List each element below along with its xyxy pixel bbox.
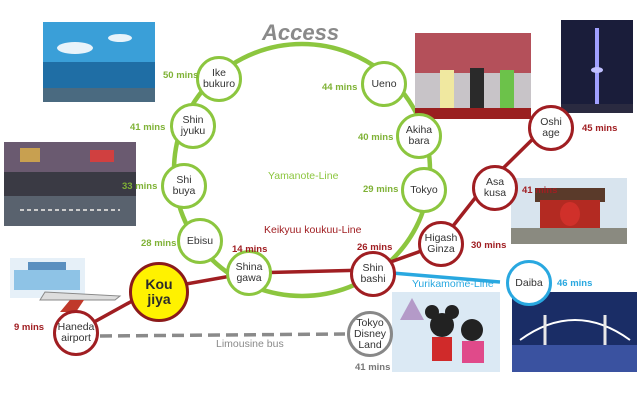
station-haneda-airport[interactable]: Haneda airport [53, 310, 99, 356]
page-title: Access [262, 20, 340, 45]
aquarium-photo [43, 22, 155, 102]
yurikamome-line-label: Yurikamome-Line [412, 278, 494, 290]
yamanote-line-label: Yamanote-Line [268, 170, 339, 182]
station-tokyo[interactable]: Tokyo [401, 167, 447, 213]
station-ikebukuro[interactable]: Ike bukuro [196, 56, 242, 102]
station-koujiya-home[interactable]: Kou jiya [129, 262, 189, 322]
ebisu-travel-time: 28 mins [141, 238, 177, 249]
station-ebisu[interactable]: Ebisu [177, 218, 223, 264]
tokyo-travel-time: 29 mins [363, 184, 399, 195]
yurikamome-line [391, 271, 501, 284]
station-higashiginza[interactable]: Higash Ginza [418, 221, 464, 267]
disneyland-travel-time: 41 mins [355, 362, 391, 373]
haneda-travel-time: 9 mins [14, 322, 45, 333]
shinbashi-travel-time: 26 mins [357, 242, 393, 253]
station-shinagawa[interactable]: Shina gawa [226, 250, 272, 296]
airport-illustration [10, 258, 122, 312]
higashiginza-travel-time: 30 mins [471, 240, 507, 251]
limousine-bus-line [99, 332, 346, 338]
shinagawa-travel-time: 14 mins [232, 244, 268, 255]
skytree-photo [561, 20, 633, 113]
station-oshiage[interactable]: Oshi age [528, 105, 574, 151]
station-akihabara[interactable]: Akiha bara [396, 113, 442, 159]
disney-characters-photo [392, 292, 500, 372]
akihabara-travel-time: 40 mins [358, 132, 394, 143]
ueno-travel-time: 44 mins [322, 82, 358, 93]
station-asakusa[interactable]: Asa kusa [472, 165, 518, 211]
akihabara-street-photo [415, 33, 531, 119]
asakusa-travel-time: 41 mins [522, 185, 558, 196]
station-tokyo-disneyland[interactable]: Tokyo Disney Land [347, 311, 393, 357]
asakusa-temple-photo [511, 178, 627, 244]
oshiage-travel-time: 45 mins [582, 123, 618, 134]
station-ueno[interactable]: Ueno [361, 61, 407, 107]
station-shinjyuku[interactable]: Shin jyuku [170, 103, 216, 149]
keikyuu-line-label: Keikyuu koukuu-Line [264, 224, 362, 236]
shibuya-travel-time: 33 mins [122, 181, 158, 192]
ikebukuro-travel-time: 50 mins [163, 70, 199, 81]
station-shibuya[interactable]: Shi buya [161, 163, 207, 209]
daiba-travel-time: 46 mins [557, 278, 593, 289]
shibuya-crossing-photo [4, 142, 136, 226]
station-shinbashi[interactable]: Shin bashi [350, 251, 396, 297]
limousine-bus-label: Limousine bus [216, 338, 284, 350]
station-daiba[interactable]: Daiba [506, 260, 552, 306]
shinjyuku-travel-time: 41 mins [130, 122, 166, 133]
